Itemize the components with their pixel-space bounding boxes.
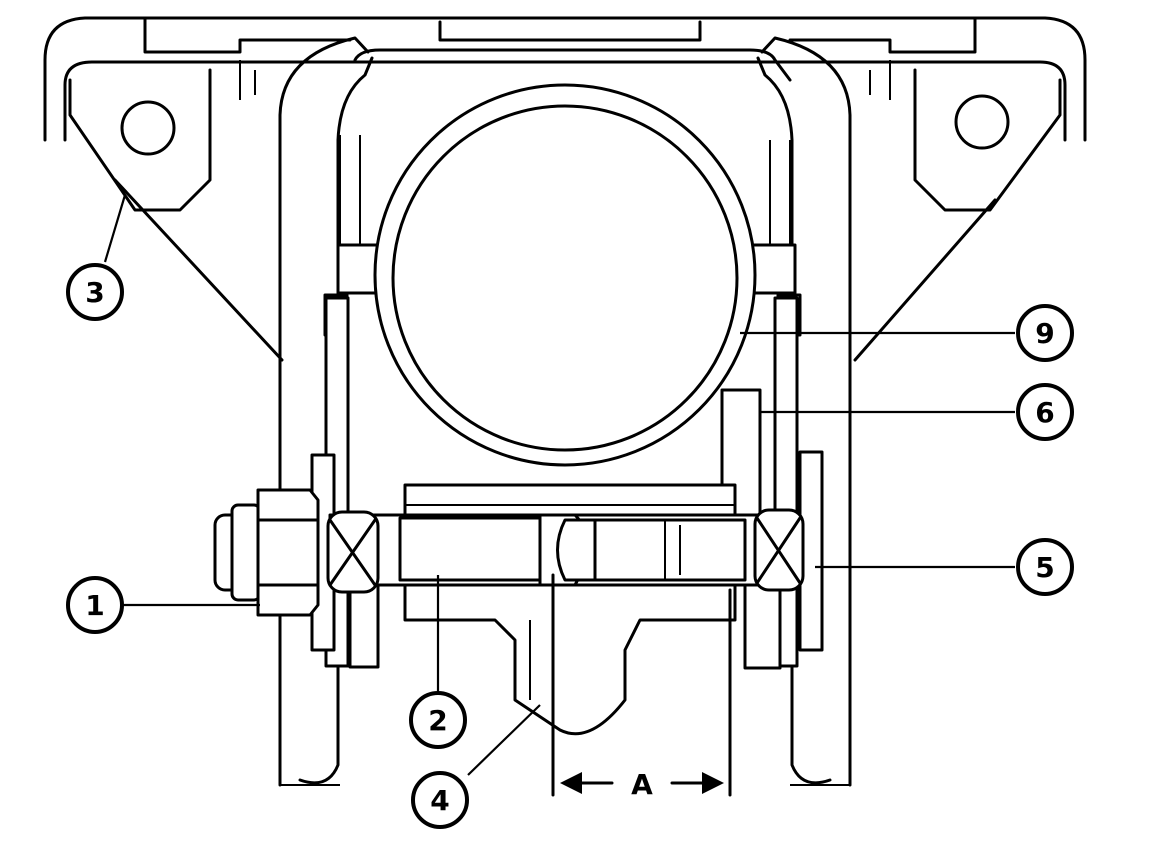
callout-6-label: 6 — [1035, 396, 1054, 429]
callout-1-label: 1 — [85, 589, 104, 622]
callout-4: 4 — [411, 771, 469, 829]
top-mounting-plate — [43, 16, 1087, 142]
nut-and-bolt — [213, 488, 320, 617]
callout-5-label: 5 — [1035, 551, 1054, 584]
dimension-a: A — [551, 573, 732, 801]
springs — [326, 508, 805, 594]
callout-2-label: 2 — [428, 704, 447, 737]
callout-3: 3 — [66, 263, 124, 321]
callout-5: 5 — [1016, 538, 1074, 596]
dimension-a-label: A — [631, 768, 653, 801]
callout-1: 1 — [66, 576, 124, 634]
leader-lines — [103, 194, 1015, 776]
callout-6: 6 — [1016, 383, 1074, 441]
callout-3-label: 3 — [85, 276, 104, 309]
callout-4-label: 4 — [430, 784, 449, 817]
u-strap-bracket — [278, 36, 852, 787]
callout-9: 9 — [1016, 304, 1074, 362]
callout-9-label: 9 — [1035, 317, 1054, 350]
left-mounting-ear — [68, 68, 284, 362]
threaded-rod — [328, 513, 762, 587]
pipe-clamp-ring — [373, 83, 757, 467]
callout-2: 2 — [409, 691, 467, 749]
